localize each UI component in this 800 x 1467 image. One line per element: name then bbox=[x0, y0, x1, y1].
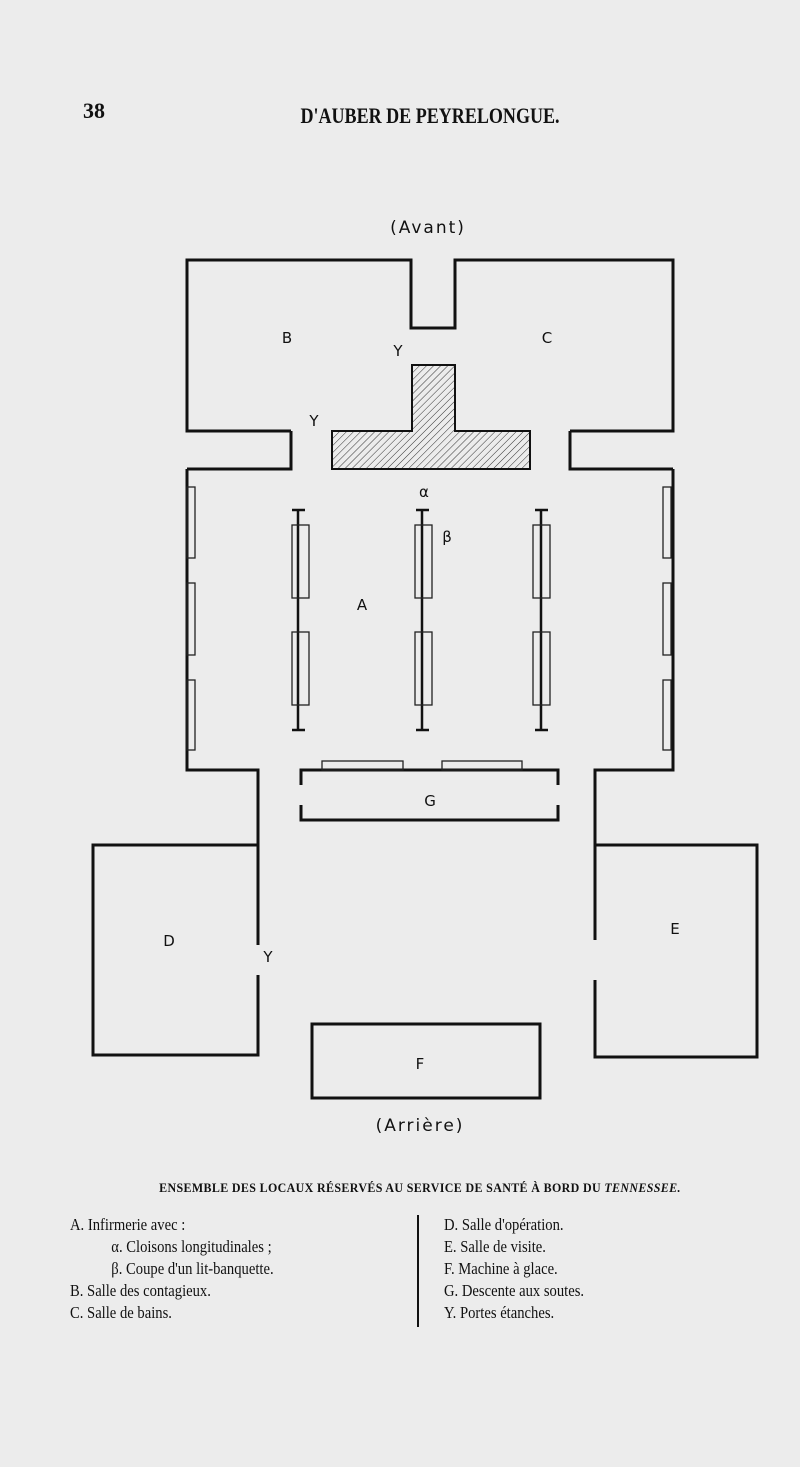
legend-divider bbox=[417, 1215, 419, 1327]
label-a: A bbox=[357, 596, 368, 614]
hatched-structure bbox=[331, 364, 531, 470]
label-alpha: α bbox=[419, 483, 429, 501]
legend-left: A. Infirmerie avec : α. Cloisons longitu… bbox=[70, 1214, 274, 1324]
legend-item: A. Infirmerie avec : bbox=[70, 1215, 186, 1234]
label-beta: β bbox=[442, 528, 452, 546]
label-b: B bbox=[282, 329, 292, 347]
page-number: 38 bbox=[83, 98, 105, 123]
partition-c bbox=[568, 431, 673, 471]
door-label: Y bbox=[392, 342, 403, 360]
label-e: E bbox=[670, 920, 679, 938]
longitudinal-partitions bbox=[292, 508, 548, 732]
legend-right: D. Salle d'opération. E. Salle de visite… bbox=[444, 1214, 584, 1324]
figure-caption: ENSEMBLE DES LOCAUX RÉSERVÉS AU SERVICE … bbox=[34, 1180, 800, 1196]
bow-label: (Avant) bbox=[390, 218, 466, 238]
room-f-walls bbox=[310, 1022, 542, 1100]
legend-item: β. Coupe d'un lit-banquette. bbox=[111, 1259, 274, 1278]
bench-beds bbox=[291, 524, 551, 706]
legend-item: D. Salle d'opération. bbox=[444, 1215, 564, 1234]
label-d: D bbox=[163, 932, 175, 950]
partition-b bbox=[187, 431, 293, 471]
legend-item: G. Descente aux soutes. bbox=[444, 1281, 585, 1300]
legend-item: C. Salle de bains. bbox=[70, 1303, 172, 1322]
legend-item: E. Salle de visite. bbox=[444, 1237, 546, 1256]
legend-item: α. Cloisons longitudinales ; bbox=[111, 1237, 272, 1256]
caption-ship: TENNESSEE. bbox=[604, 1180, 681, 1195]
legend-item: Y. Portes étanches. bbox=[444, 1303, 555, 1322]
legend-item: F. Machine à glace. bbox=[444, 1259, 558, 1278]
label-c: C bbox=[542, 329, 552, 347]
hatch-cover-right bbox=[441, 760, 523, 771]
caption-text: ENSEMBLE DES LOCAUX RÉSERVÉS AU SERVICE … bbox=[159, 1180, 602, 1195]
door-label: Y bbox=[262, 948, 273, 966]
side-benches bbox=[186, 486, 672, 751]
room-e-walls bbox=[593, 843, 759, 1059]
hatch-cover-left bbox=[321, 760, 404, 771]
room-d-walls bbox=[91, 843, 260, 1057]
label-g: G bbox=[424, 792, 436, 810]
room-b-walls bbox=[185, 258, 675, 433]
room-g-walls bbox=[299, 768, 560, 822]
legend-item: B. Salle des contagieux. bbox=[70, 1281, 211, 1300]
stern-label: (Arrière) bbox=[376, 1116, 465, 1136]
door-label: Y bbox=[308, 412, 319, 430]
infirmary-walls-right bbox=[593, 469, 675, 845]
infirmary-walls bbox=[185, 469, 260, 845]
label-f: F bbox=[416, 1055, 425, 1073]
running-head: D'AUBER DE PEYRELONGUE. bbox=[300, 103, 560, 128]
